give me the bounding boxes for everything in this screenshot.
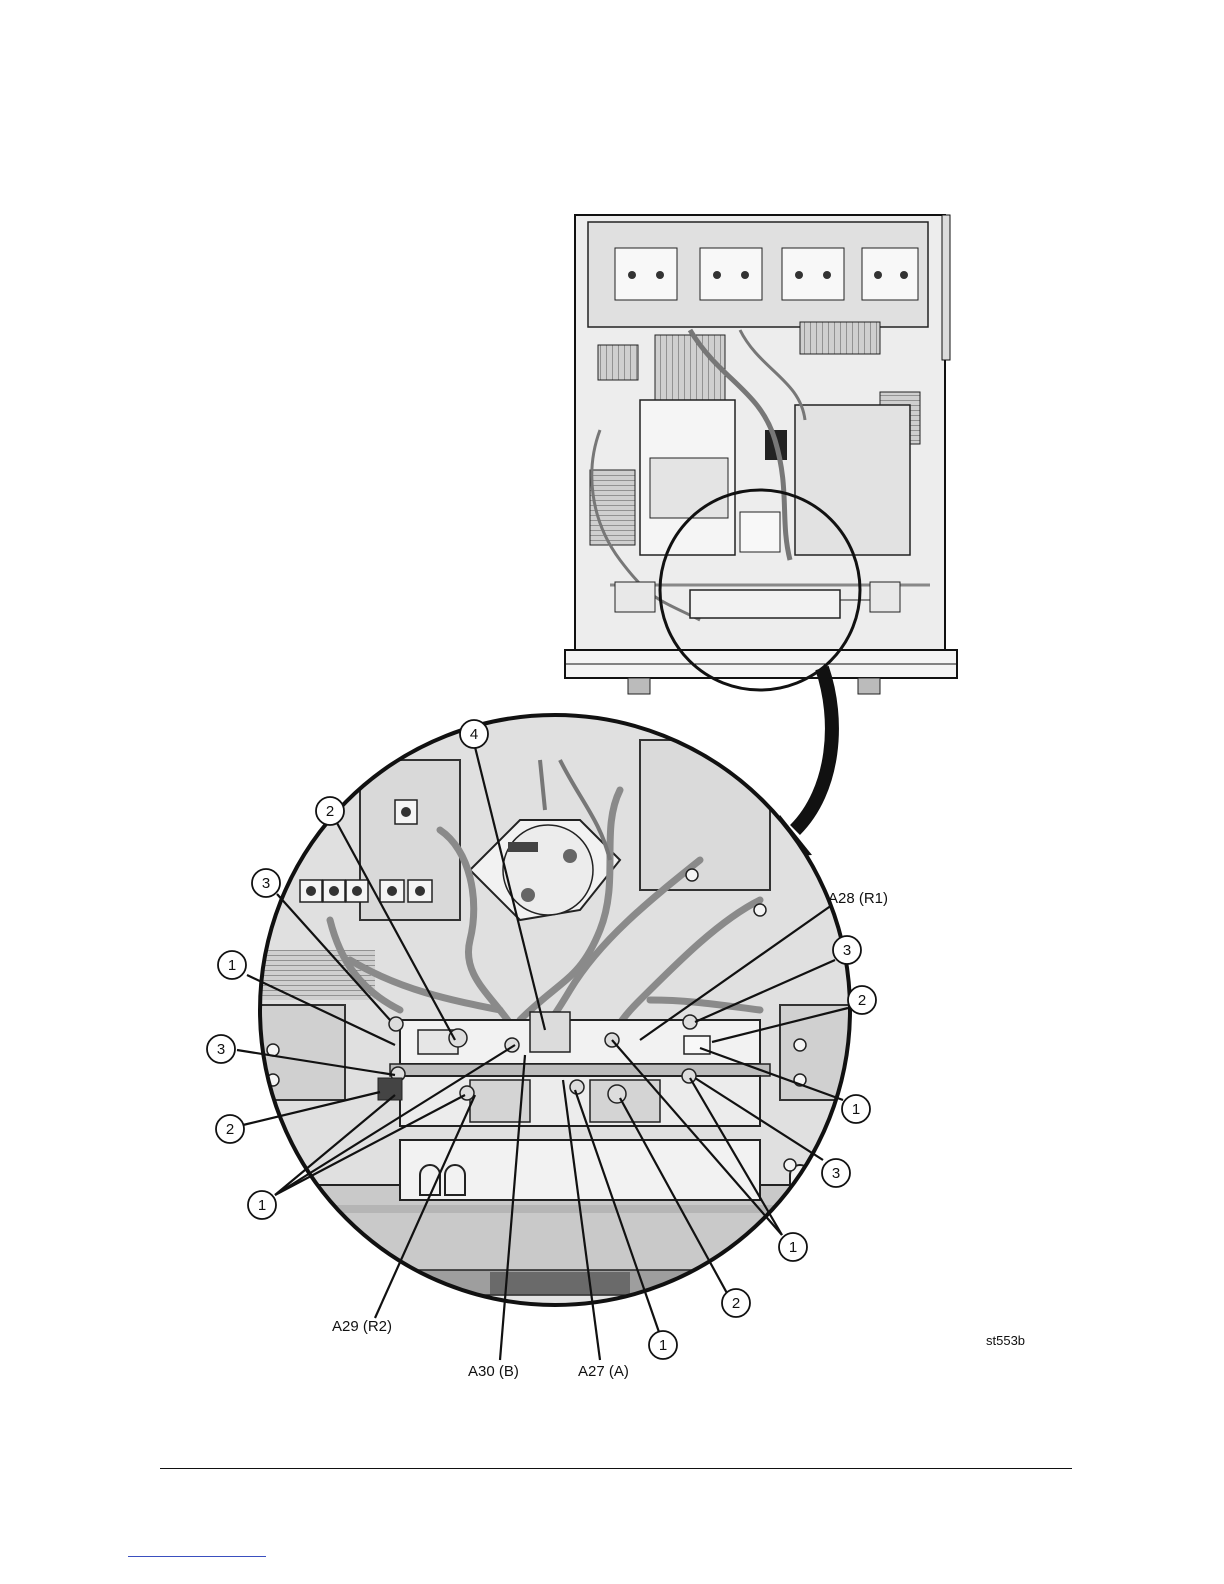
callout-3-right-upper-number: 3 bbox=[843, 942, 851, 959]
callout-3-left-upper: 3 bbox=[252, 869, 280, 897]
callout-2-bottom-right: 2 bbox=[722, 1289, 750, 1317]
callout-1-right-lower-number: 1 bbox=[789, 1239, 797, 1256]
callout-1-left-bottom-number: 1 bbox=[258, 1197, 266, 1214]
label-a27-a: A27 (A) bbox=[578, 1363, 629, 1380]
callout-1-right-middle-number: 1 bbox=[852, 1101, 860, 1118]
callout-2-bottom-right-number: 2 bbox=[732, 1295, 740, 1312]
callout-3-right-lower: 3 bbox=[822, 1159, 850, 1187]
callout-1-right-lower: 1 bbox=[779, 1233, 807, 1261]
callout-1-left-upper-number: 1 bbox=[228, 957, 236, 974]
callout-2-top-left-number: 2 bbox=[326, 803, 334, 820]
bottom-link-underline[interactable] bbox=[128, 1556, 266, 1557]
callout-3-left-lower-number: 3 bbox=[217, 1041, 225, 1058]
callout-1-bottom-center: 1 bbox=[649, 1331, 677, 1359]
callout-4-top-number: 4 bbox=[470, 726, 478, 743]
callout-2-right-upper-number: 2 bbox=[858, 992, 866, 1009]
callout-1-left-upper: 1 bbox=[218, 951, 246, 979]
instrument-overview bbox=[565, 215, 957, 694]
callout-3-left-lower: 3 bbox=[207, 1035, 235, 1063]
detail-view bbox=[250, 700, 870, 1305]
callout-4-top: 4 bbox=[460, 720, 488, 748]
callout-2-top-left: 2 bbox=[316, 797, 344, 825]
callout-2-left-lower: 2 bbox=[216, 1115, 244, 1143]
callout-1-right-middle: 1 bbox=[842, 1095, 870, 1123]
callout-1-left-bottom: 1 bbox=[248, 1191, 276, 1219]
callout-3-right-upper: 3 bbox=[833, 936, 861, 964]
figure-id: st553b bbox=[986, 1333, 1025, 1348]
footer-rule bbox=[160, 1468, 1072, 1469]
callout-2-right-upper: 2 bbox=[848, 986, 876, 1014]
label-a28-r1: A28 (R1) bbox=[828, 890, 888, 907]
callout-3-right-lower-number: 3 bbox=[832, 1165, 840, 1182]
callout-1-bottom-center-number: 1 bbox=[659, 1337, 667, 1354]
callout-2-left-lower-number: 2 bbox=[226, 1121, 234, 1138]
label-a29-r2: A29 (R2) bbox=[332, 1318, 392, 1335]
label-a30-b: A30 (B) bbox=[468, 1363, 519, 1380]
callout-3-left-upper-number: 3 bbox=[262, 875, 270, 892]
